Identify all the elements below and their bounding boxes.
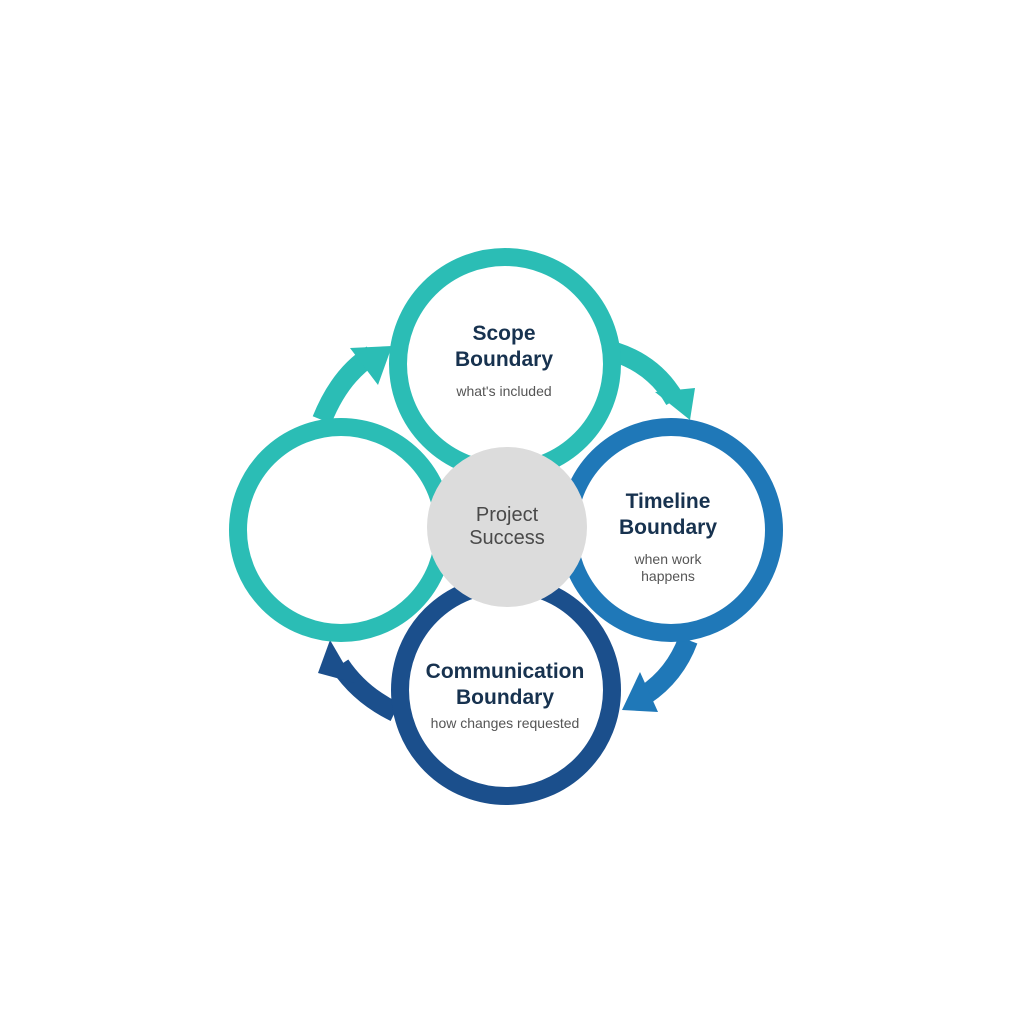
scope-boundary-label: Scope Boundary what's included: [455, 321, 553, 400]
project-success-label: Project Success: [469, 504, 545, 550]
scope-subtitle: what's included: [456, 383, 552, 399]
unlabeled-boundary-circle: [229, 418, 453, 642]
project-success-circle: [427, 447, 587, 607]
timeline-title-line1: Timeline: [625, 490, 711, 513]
arrow-left-to-scope: [312, 346, 392, 424]
arrow-timeline-to-communication: [622, 636, 698, 712]
timeline-boundary-label: Timeline Boundary when work happens: [619, 489, 717, 585]
arrow-communication-to-left: [318, 640, 400, 721]
project-success-line2: Success: [469, 527, 545, 549]
communication-subtitle: how changes requested: [430, 715, 580, 731]
communication-title-line1: Communication: [425, 660, 585, 683]
timeline-subtitle-line1: when work: [634, 551, 702, 567]
timeline-title-line2: Boundary: [618, 516, 718, 539]
communication-boundary-label: Communication Boundary how changes reque…: [426, 659, 585, 732]
communication-title-line2: Boundary: [455, 686, 555, 709]
timeline-subtitle-line2: happens: [641, 568, 695, 584]
scope-title-line1: Scope: [472, 322, 536, 345]
scope-title-line2: Boundary: [454, 348, 554, 371]
project-success-line1: Project: [475, 504, 539, 526]
arrow-scope-to-timeline: [611, 342, 695, 420]
